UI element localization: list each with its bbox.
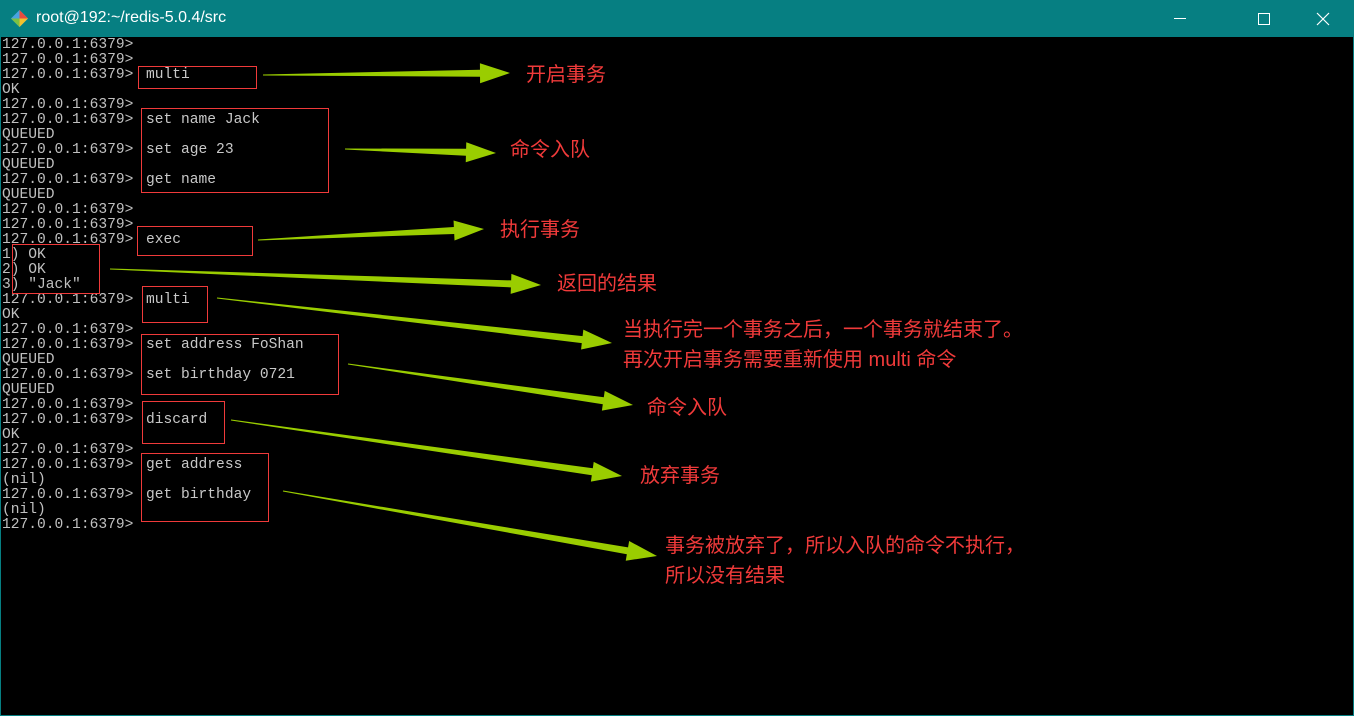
terminal-line: 127.0.0.1:6379> [2,367,134,383]
terminal-line: QUEUED [2,352,55,368]
annotation-exec-transaction: 执行事务 [500,219,580,241]
terminal-line: (nil) [2,502,46,518]
annotation-arrow [282,490,657,561]
terminal-line: OK [2,427,20,443]
terminal-line: QUEUED [2,382,55,398]
annotation-discarded-line1: 事务被放弃了，所以入队的命令不执行， [665,535,1025,557]
command-text: get address [146,457,243,473]
annotation-discard-transaction: 放弃事务 [640,465,720,487]
annotation-arrow [347,363,633,411]
terminal-line: 127.0.0.1:6379> [2,97,134,113]
terminal-line: 127.0.0.1:6379> [2,412,134,428]
maximize-icon [1258,13,1270,25]
minimize-icon [1174,18,1186,19]
terminal-line: 127.0.0.1:6379> [2,337,134,353]
terminal-line: 127.0.0.1:6379> [2,457,134,473]
annotation-enqueue: 命令入队 [510,139,590,161]
highlight-box [12,244,100,294]
command-text: set age 23 [146,142,234,158]
terminal-line: QUEUED [2,157,55,173]
terminal-output[interactable]: 127.0.0.1:6379>127.0.0.1:6379>127.0.0.1:… [2,38,133,533]
terminal-line: 127.0.0.1:6379> [2,442,134,458]
terminal-line: QUEUED [2,127,55,143]
command-text: set address FoShan [146,337,304,353]
highlight-box [141,453,269,522]
terminal-line: 3) "Jack" [2,277,81,293]
maximize-button[interactable] [1240,0,1286,37]
annotation-discarded-line2: 所以没有结果 [665,565,785,587]
annotation-arrow [344,142,496,163]
command-text: multi [146,292,190,308]
annotation-arrow [262,63,510,84]
annotation-arrow [257,220,484,241]
terminal-line: 127.0.0.1:6379> [2,232,134,248]
annotation-transaction-end-line1: 当执行完一个事务之后，一个事务就结束了。 [623,319,1023,341]
annotation-arrow [230,419,622,482]
terminal-line: 127.0.0.1:6379> [2,142,134,158]
terminal-line: QUEUED [2,187,55,203]
terminal-line: 127.0.0.1:6379> [2,397,134,413]
highlight-box [138,66,257,89]
annotation-result: 返回的结果 [557,273,657,295]
terminal-line: 127.0.0.1:6379> [2,322,134,338]
terminal-line: 127.0.0.1:6379> [2,37,134,53]
command-text: get birthday [146,487,252,503]
command-text: discard [146,412,208,428]
command-text: get name [146,172,217,188]
highlight-box [141,108,329,193]
annotation-arrow [109,268,542,294]
terminal-line: OK [2,82,20,98]
putty-app-icon [11,10,28,27]
terminal-line: 127.0.0.1:6379> [2,292,134,308]
annotation-enqueue: 命令入队 [647,397,727,419]
close-icon [1316,12,1330,26]
terminal-line: (nil) [2,472,46,488]
terminal-line: 127.0.0.1:6379> [2,112,134,128]
highlight-box [141,334,339,395]
terminal-line: 127.0.0.1:6379> [2,217,134,233]
command-text: multi [146,67,190,83]
terminal-line: 2) OK [2,262,46,278]
terminal-line: 127.0.0.1:6379> [2,172,134,188]
annotation-transaction-end-line2: 再次开启事务需要重新使用 multi 命令 [623,349,957,371]
command-text: exec [146,232,182,248]
highlight-box [142,286,208,323]
terminal-line: 127.0.0.1:6379> [2,52,134,68]
title-bar[interactable]: root@192:~/redis-5.0.4/src [0,0,1354,37]
terminal-line: OK [2,307,20,323]
highlight-box [142,401,225,444]
command-text: set birthday 0721 [146,367,295,383]
highlight-box [137,226,253,256]
annotation-start-transaction: 开启事务 [526,64,606,86]
minimize-button[interactable] [1174,0,1220,37]
close-button[interactable] [1298,0,1344,37]
terminal-line: 127.0.0.1:6379> [2,202,134,218]
command-text: set name Jack [146,112,260,128]
terminal-line: 1) OK [2,247,46,263]
terminal-line: 127.0.0.1:6379> [2,517,134,533]
terminal-line: 127.0.0.1:6379> [2,487,134,503]
annotation-arrow [216,297,612,350]
window-title: root@192:~/redis-5.0.4/src [36,9,227,26]
terminal-line: 127.0.0.1:6379> [2,67,134,83]
